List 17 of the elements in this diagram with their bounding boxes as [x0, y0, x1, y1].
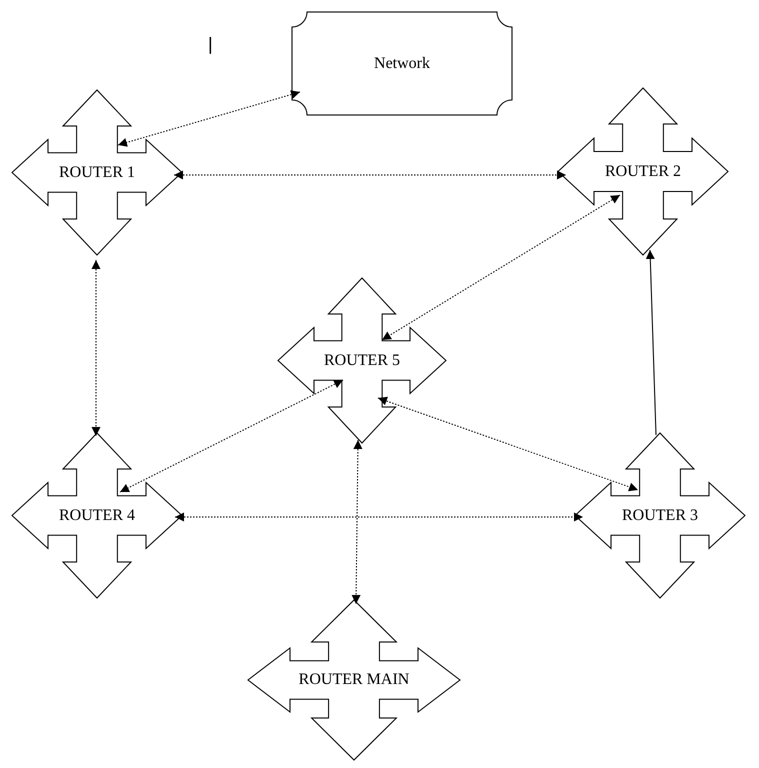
node-label: ROUTER 3 — [622, 508, 698, 524]
connector-arrow — [120, 380, 344, 492]
connector-arrow — [378, 396, 638, 492]
connector-arrow — [118, 90, 300, 147]
node-label: ROUTER 5 — [324, 352, 400, 368]
node-label: Network — [374, 56, 430, 72]
vertical-bar-mark: | — [208, 34, 213, 55]
connector-arrow — [92, 260, 100, 436]
node-label: ROUTER MAIN — [298, 672, 410, 688]
connector-arrow — [382, 194, 620, 340]
connector-arrow — [174, 170, 566, 180]
node-label: ROUTER 1 — [59, 164, 135, 180]
connector-arrow — [646, 250, 656, 436]
connector-arrow — [352, 440, 362, 604]
connector-arrow — [174, 512, 584, 522]
node-label: ROUTER 2 — [605, 164, 681, 180]
node-label: ROUTER 4 — [59, 508, 135, 524]
